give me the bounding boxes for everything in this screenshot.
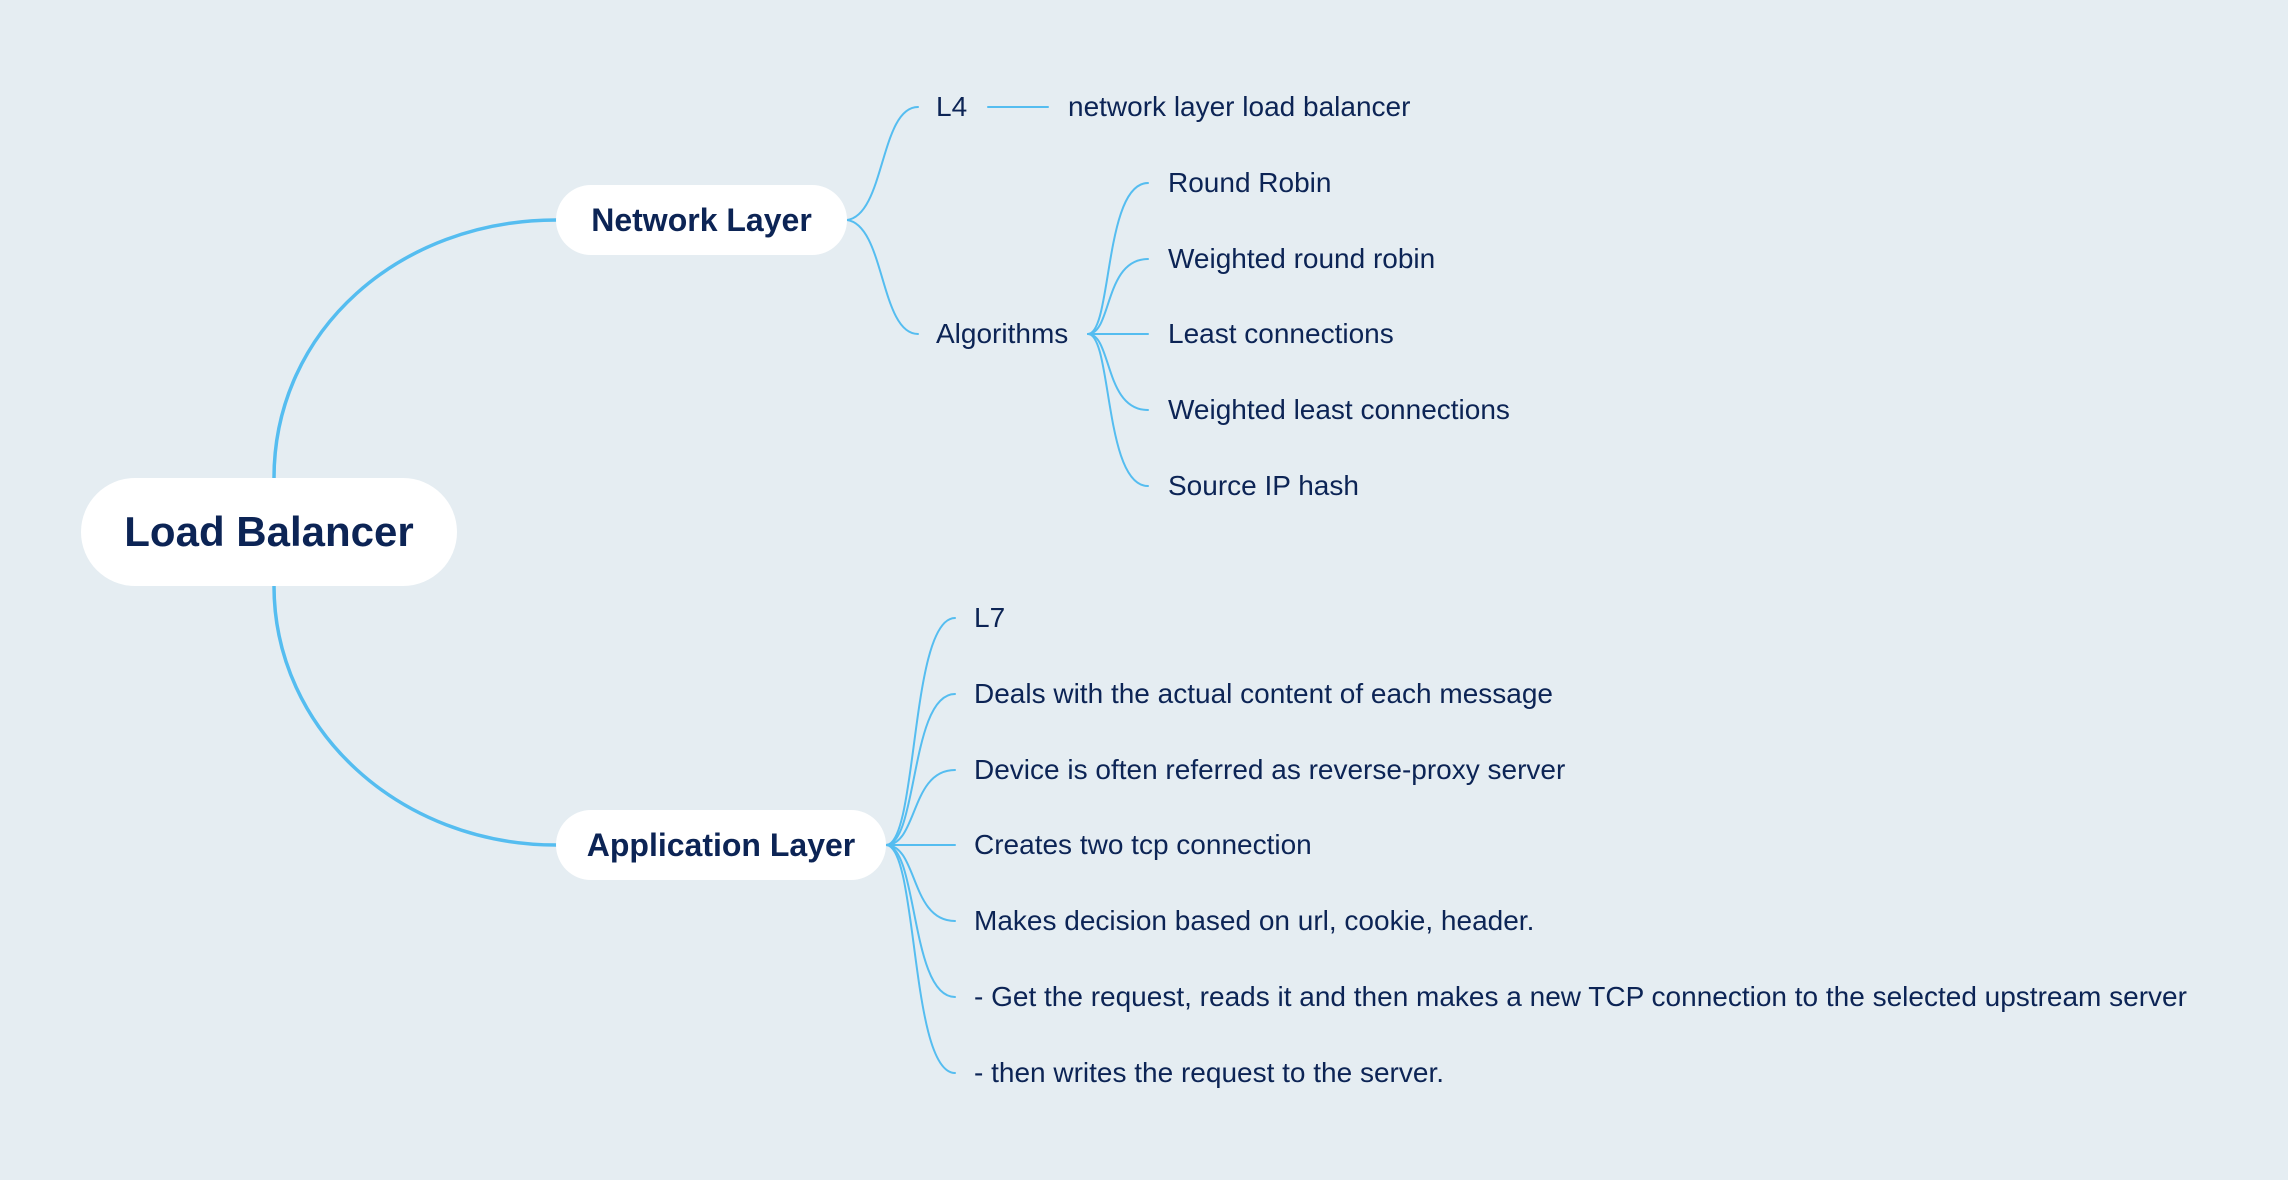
connector-algo-weighted-least: [1087, 333, 1149, 411]
topic-writes-request[interactable]: - then writes the request to the server.: [974, 1057, 1445, 1088]
topic-algorithm-weighted-least-connections[interactable]: Weighted least connections: [1168, 394, 1510, 425]
topic-actual-content[interactable]: Deals with the actual content of each me…: [974, 678, 1554, 709]
root-node-label: Load Balancer: [124, 508, 414, 555]
connector-algo-source-ip: [1087, 333, 1149, 487]
topic-algorithm-source-ip-hash[interactable]: Source IP hash: [1168, 470, 1359, 501]
connector-network-l4: [846, 106, 919, 221]
branch-node-network-layer[interactable]: Network Layer: [556, 185, 847, 255]
connector-app-get-request: [885, 844, 956, 998]
topic-l7[interactable]: L7: [974, 602, 1006, 633]
topic-algorithm-least-connections[interactable]: Least connections: [1168, 318, 1394, 349]
topic-algorithm-weighted-round-robin[interactable]: Weighted round robin: [1168, 243, 1436, 274]
connector-app-content: [885, 693, 956, 846]
connector-algo-round-robin: [1087, 182, 1149, 335]
topic-get-request[interactable]: - Get the request, reads it and then mak…: [974, 981, 2187, 1012]
connector-app-reverse-proxy: [885, 769, 956, 846]
connector-algo-weighted-rr: [1087, 258, 1149, 335]
branch-node-application-layer[interactable]: Application Layer: [556, 810, 886, 880]
application-layer-label: Application Layer: [586, 826, 856, 863]
connector-app-decision: [885, 844, 956, 922]
connector-root-network: [272, 218, 558, 480]
topic-l4[interactable]: L4: [936, 91, 968, 122]
connector-app-l7: [885, 617, 956, 846]
topic-algorithms[interactable]: Algorithms: [936, 318, 1069, 349]
topic-two-tcp-connections[interactable]: Creates two tcp connection: [974, 829, 1312, 860]
topic-algorithm-round-robin[interactable]: Round Robin: [1168, 167, 1332, 198]
topic-reverse-proxy[interactable]: Device is often referred as reverse-prox…: [974, 754, 1566, 785]
connector-root-application: [272, 584, 558, 847]
root-node-load-balancer[interactable]: Load Balancer: [81, 478, 457, 586]
connector-network-algorithms: [846, 219, 919, 335]
topic-decision-basis[interactable]: Makes decision based on url, cookie, hea…: [974, 905, 1535, 936]
connector-app-writes-request: [885, 844, 956, 1074]
topic-l4-note[interactable]: network layer load balancer: [1068, 91, 1411, 122]
network-layer-label: Network Layer: [591, 201, 812, 238]
